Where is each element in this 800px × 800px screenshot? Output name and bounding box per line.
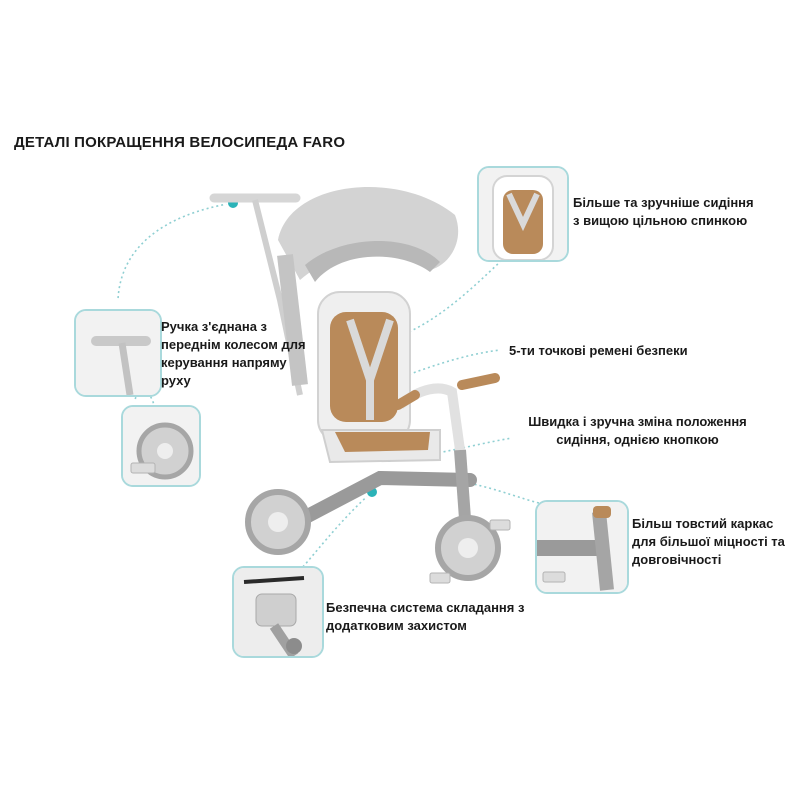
folding-detail-image (232, 566, 324, 658)
page-title: ДЕТАЛІ ПОКРАЩЕННЯ ВЕЛОСИПЕДА FARO (14, 134, 346, 151)
folding-callout: Безпечна система складання з додатковим … (326, 600, 525, 633)
seat-detail-image (477, 166, 569, 262)
frame-callout: Більш товстий каркас для більшої міцност… (632, 516, 785, 567)
handle-callout: Ручка з'єднана з переднім колесом для ке… (161, 319, 306, 388)
belts-callout: 5-ти точкові ремені безпеки (509, 343, 688, 358)
seat-callout: Більше та зручніше сидіння з вищою цільн… (573, 195, 754, 228)
seat-switch-callout: Швидка і зручна зміна положення сидіння,… (528, 414, 747, 447)
handle-detail-image (74, 309, 162, 397)
frame-detail-image (535, 500, 629, 594)
wheel-detail-image (121, 405, 201, 487)
